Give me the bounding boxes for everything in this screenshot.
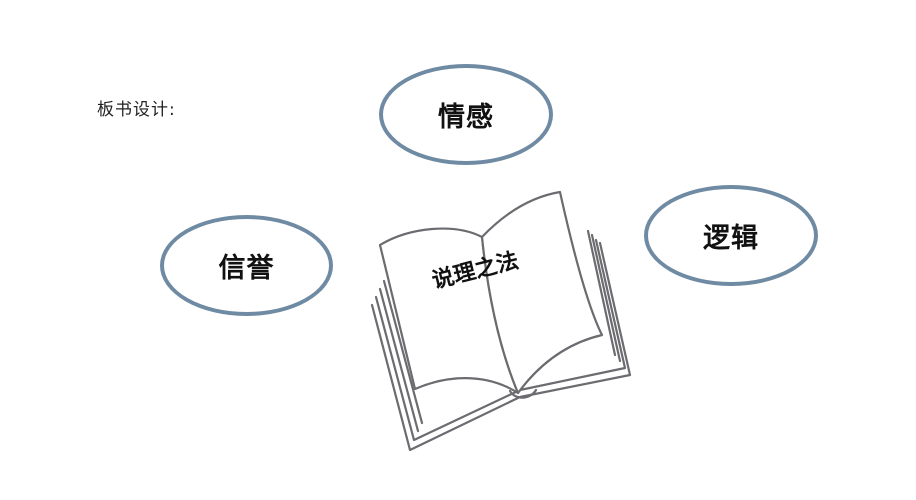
logic-label: 逻辑: [703, 223, 759, 254]
logic-node: 逻辑: [644, 185, 818, 286]
open-book-icon: [370, 190, 632, 452]
credit-node: 信誉: [160, 215, 333, 316]
emotion-node: 情感: [379, 64, 553, 165]
board-design-heading: 板书设计:: [97, 100, 176, 120]
credit-label: 信誉: [218, 253, 275, 284]
emotion-label: 情感: [438, 102, 494, 133]
